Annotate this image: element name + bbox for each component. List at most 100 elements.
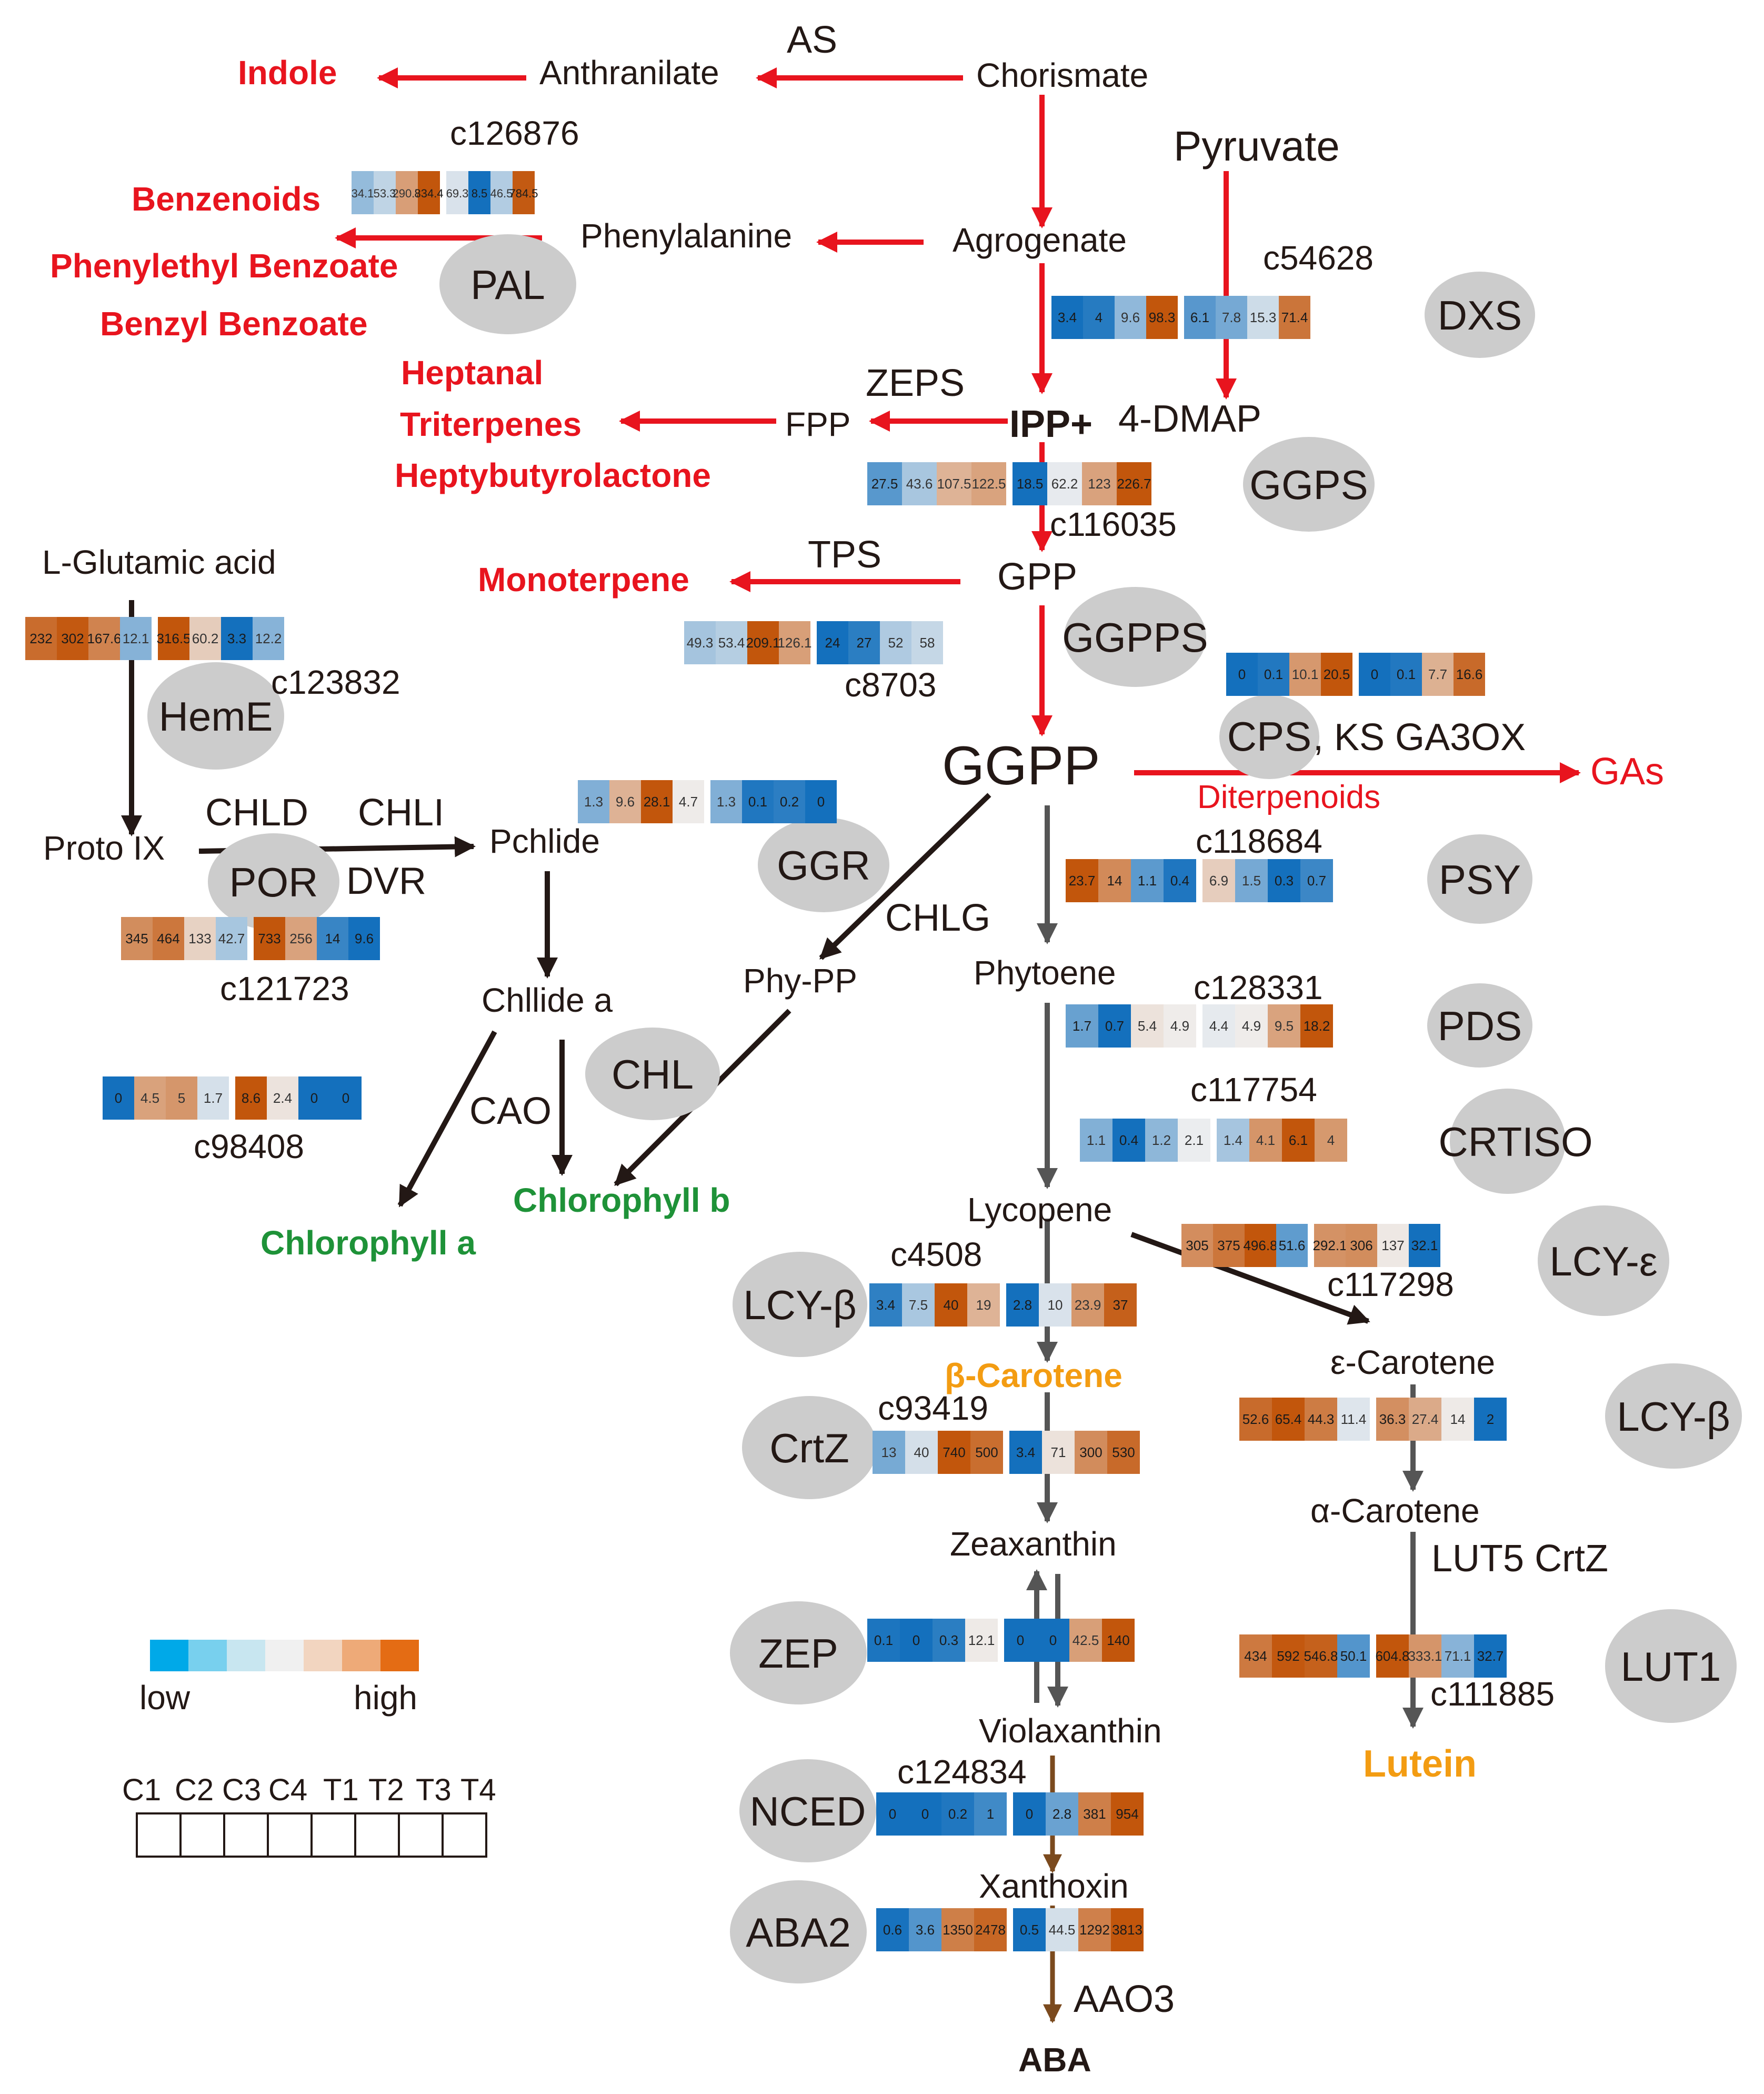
heatmap-value: 44.3	[1308, 1411, 1335, 1427]
heatmap-cell	[710, 780, 742, 823]
heatmap-value: 9.6	[616, 794, 635, 810]
heatmap-value: 1.1	[1087, 1132, 1106, 1148]
heatmap-value: 0	[115, 1090, 122, 1106]
heatmap-cell	[1217, 1119, 1249, 1162]
heatmap-value: 140	[1107, 1632, 1129, 1648]
heatmap-value: 14	[325, 931, 340, 946]
por-enzyme-label: POR	[229, 859, 318, 905]
heatmap-cell	[1131, 859, 1164, 902]
heatmap-cell	[1276, 1224, 1308, 1267]
heatmap-value: 0	[1371, 666, 1378, 682]
heatmap-cell	[134, 1076, 166, 1120]
nced-ellipse	[739, 1759, 876, 1862]
heatmap-cell	[153, 917, 184, 960]
heatmap-value: 0.1	[1264, 666, 1283, 682]
crtz-ellipse	[742, 1396, 877, 1499]
aba2-enzyme-label: ABA2	[746, 1909, 850, 1956]
heatmap-cell	[1247, 296, 1279, 339]
heatmap-value: 1.5	[1242, 873, 1261, 889]
heatmap-value: 49.3	[687, 635, 714, 651]
heatmap-value: 1.3	[584, 794, 603, 810]
red-labels: Indole Benzenoids Phenylethyl Benzoate B…	[50, 54, 711, 599]
heatmap-cell	[57, 617, 88, 660]
heatmap-value: 0.1	[748, 794, 767, 810]
lcy-b2-ellipse	[1605, 1363, 1742, 1469]
heatmap-cell	[805, 780, 837, 823]
heatmap-cell	[716, 621, 747, 664]
heatmap-value: 7.5	[909, 1297, 928, 1313]
heatmap-cell	[1009, 1431, 1042, 1474]
heatmap-cell	[684, 621, 716, 664]
heatmap-value: 8.6	[242, 1090, 260, 1106]
heatmap-value: 0.2	[780, 794, 799, 810]
heatmap-cell	[1268, 1004, 1300, 1048]
heatmap-cell	[1066, 1004, 1098, 1048]
ggr-ellipse	[758, 817, 889, 912]
heatmap-cell	[1184, 296, 1216, 339]
zep-enzyme-label: ZEP	[758, 1630, 838, 1677]
heatmap-cell	[1083, 296, 1115, 339]
heatmap-value: 44.5	[1049, 1922, 1076, 1938]
heatmap-cell	[374, 171, 396, 214]
heatmap-cell	[120, 617, 152, 660]
triterpenes-label: Triterpenes	[400, 405, 582, 443]
chlg-label: CHLG	[885, 897, 990, 939]
heatmap-cell	[1305, 1634, 1337, 1678]
heatmap-value: 306	[1350, 1238, 1372, 1253]
heatmap-value: 27	[857, 635, 872, 651]
legend-sample-label: C4	[268, 1773, 307, 1807]
heatmap-cell	[1066, 859, 1098, 902]
heatmap-cell	[88, 617, 120, 660]
heatmap-cell	[1226, 653, 1258, 696]
legend-sample-label: T4	[460, 1773, 496, 1807]
heatmap-value: 69.3	[446, 187, 469, 200]
heatmap-cell	[1115, 296, 1146, 339]
b-carotene-label: β-Carotene	[945, 1357, 1122, 1394]
chllide-a-label: Chllide a	[482, 981, 613, 1019]
heatmap-value: 0	[913, 1632, 920, 1648]
heatmap-cell	[1422, 653, 1454, 696]
heatmap-value: 71.1	[1445, 1648, 1471, 1664]
heatmap-value: 27.5	[871, 476, 898, 492]
legend-swatch	[265, 1640, 304, 1671]
heatmap-cell	[641, 780, 673, 823]
heatmap-value: 1.3	[717, 794, 736, 810]
pds-ellipse	[1427, 983, 1532, 1068]
heatmap-cell	[1258, 653, 1289, 696]
heatmap-value: 375	[1217, 1238, 1240, 1253]
heatmap-value: 52	[888, 635, 904, 651]
chlorophyll-a-label: Chlorophyll a	[260, 1224, 476, 1262]
c111885-label: c111885	[1430, 1675, 1555, 1713]
heatmap-cell	[1409, 1634, 1441, 1678]
heatmap-value: 126.1	[777, 635, 811, 651]
heatmap-cell	[1213, 1224, 1245, 1267]
heatmap-value: 232	[29, 631, 52, 646]
pchlide-label: Pchlide	[489, 822, 600, 860]
fpp-label: FPP	[785, 405, 850, 443]
heatmap-cell	[1098, 1004, 1131, 1048]
heatmap-value: 0.7	[1307, 873, 1326, 889]
c117298-label: c117298	[1327, 1265, 1454, 1303]
heatmap-value: 530	[1112, 1444, 1135, 1460]
heatmap-cell	[1178, 1119, 1210, 1162]
lcy-e-ellipse	[1538, 1205, 1669, 1316]
cao-label: CAO	[469, 1090, 552, 1132]
lut1-ellipse	[1605, 1609, 1737, 1723]
heatmap-value: 0	[921, 1806, 929, 1822]
legend-sample-box	[267, 1812, 313, 1858]
heatmap-value: 36.3	[1379, 1411, 1406, 1427]
legend-swatch	[150, 1640, 188, 1671]
heatmap-cell	[1474, 1398, 1507, 1441]
heatmap-value: 546.8	[1304, 1648, 1338, 1664]
heatmap-value: 3813	[1112, 1922, 1142, 1938]
benzenoids-label: Benzenoids	[132, 180, 320, 218]
heatmap-cell	[970, 1431, 1003, 1474]
heatmap-value: 52.6	[1242, 1411, 1269, 1427]
